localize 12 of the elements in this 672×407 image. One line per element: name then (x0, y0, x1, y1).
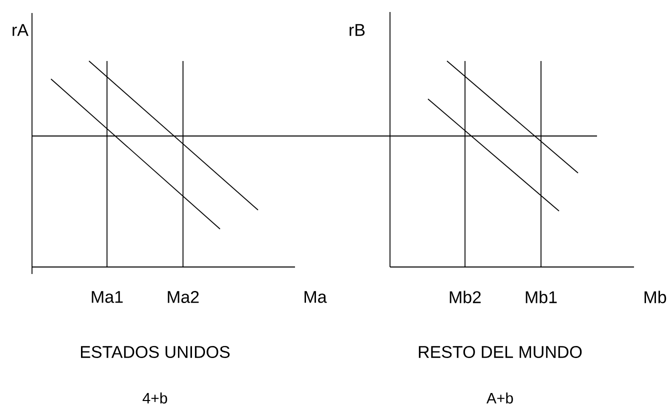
tick-label: Mb2 (450, 290, 481, 304)
note: 4+b (142, 392, 168, 404)
axis-label: Ma (304, 291, 327, 303)
tick-label: Mb1 (526, 290, 557, 304)
axis-label: rA (12, 24, 28, 36)
region-title: RESTO DEL MUNDO (418, 346, 582, 358)
region-title: ESTADOS UNIDOS (81, 346, 230, 358)
tick-label: Ma2 (168, 290, 199, 304)
axis-label: rB (350, 24, 365, 36)
axis-label: Mb (644, 290, 666, 304)
tick-label: Ma1 (92, 291, 123, 303)
note: A+b (486, 392, 513, 404)
